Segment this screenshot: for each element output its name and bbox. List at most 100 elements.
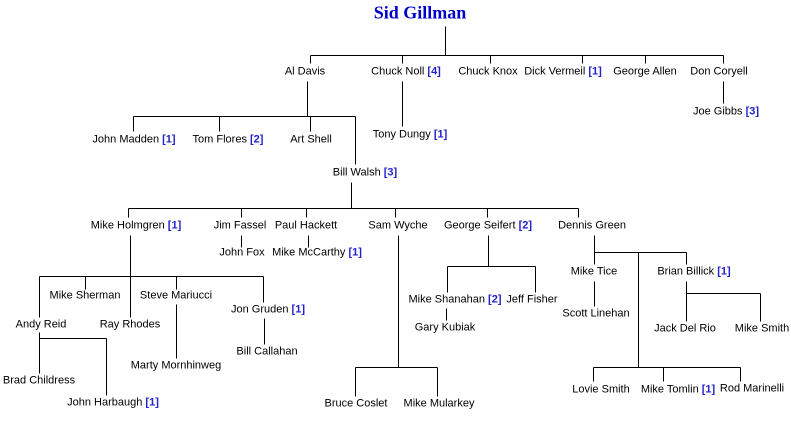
coach-name: Al Davis [284, 65, 326, 78]
coach-name: Dick Vermeil [524, 65, 586, 78]
tree-node-gary-kubiak: Gary Kubiak [415, 322, 476, 335]
championship-count-link[interactable]: [1] [159, 133, 176, 146]
tree-node-john-madden: John Madden [1] [92, 134, 175, 147]
coach-name: Jeff Fisher [506, 293, 558, 306]
tree-node-brad-childress: Brad Childress [3, 375, 75, 388]
tree-node-steve-mariucci: Steve Mariucci [140, 290, 212, 303]
coach-name: Steve Mariucci [139, 289, 213, 302]
championship-count-link[interactable]: [4] [424, 65, 441, 78]
championship-count-link[interactable]: [1] [345, 246, 362, 259]
tree-node-al-davis: Al Davis [285, 66, 325, 79]
coach-name: Art Shell [290, 133, 332, 146]
coach-name: Bruce Coslet [324, 397, 388, 410]
championship-count-link[interactable]: [1] [714, 265, 731, 278]
tree-node-don-coryell: Don Coryell [690, 66, 747, 79]
coach-name: Bill Walsh [332, 166, 381, 179]
tree-node-john-fox: John Fox [219, 247, 264, 260]
championship-count-link[interactable]: [2] [484, 293, 502, 306]
coach-name: Chuck Noll [371, 65, 425, 78]
championship-count-link[interactable]: [1] [288, 303, 305, 316]
coach-name: Joe Gibbs [692, 105, 743, 118]
coach-name: Mike Tomlin [640, 383, 699, 396]
tree-node-bill-walsh: Bill Walsh [3] [333, 167, 397, 180]
coach-name: Paul Hackett [274, 219, 338, 232]
coach-name: Tony Dungy [372, 128, 431, 141]
tree-node-john-harbaugh: John Harbaugh [1] [67, 397, 159, 410]
tree-node-george-allen: George Allen [613, 66, 677, 79]
coach-name: John Fox [219, 246, 265, 259]
tree-node-bill-callahan: Bill Callahan [236, 346, 297, 359]
coach-name: Lovie Smith [572, 383, 630, 396]
coach-name: Marty Mornhinweg [130, 359, 222, 372]
championship-count-link[interactable]: [1] [430, 128, 448, 141]
coach-name: George Seifert [443, 219, 516, 232]
coach-name: Mike Tice [570, 265, 618, 278]
tree-node-mike-shanahan: Mike Shanahan [2] [409, 294, 502, 307]
tree-node-tony-dungy: Tony Dungy [1] [373, 129, 448, 142]
tree-node-jack-del-rio: Jack Del Rio [654, 323, 716, 336]
tree-node-rod-marinelli: Rod Marinelli [720, 383, 784, 396]
tree-node-sam-wyche: Sam Wyche [368, 220, 427, 233]
tree-node-mike-mccarthy: Mike McCarthy [1] [272, 247, 362, 260]
tree-node-mike-tomlin: Mike Tomlin [1] [641, 384, 715, 397]
tree-node-art-shell: Art Shell [290, 134, 332, 147]
tree-node-jim-fassel: Jim Fassel [214, 220, 267, 233]
coach-name: Mike Shanahan [408, 293, 485, 306]
tree-node-mike-sherman: Mike Sherman [50, 290, 121, 303]
coach-name: John Madden [92, 133, 160, 146]
coach-name: Mike Sherman [49, 289, 121, 302]
tree-node-lovie-smith: Lovie Smith [572, 384, 629, 397]
coach-name: Mike Smith [734, 322, 790, 335]
coach-name: Tom Flores [192, 133, 247, 146]
coach-name: Brian Billick [657, 265, 715, 278]
coach-name: Mike Holmgren [90, 219, 165, 232]
tree-node-mike-holmgren: Mike Holmgren [1] [91, 220, 181, 233]
tree-node-joe-gibbs: Joe Gibbs [3] [693, 106, 759, 119]
tree-node-tom-flores: Tom Flores [2] [193, 134, 264, 147]
tree-node-mike-smith: Mike Smith [735, 323, 789, 336]
tree-node-george-seifert: George Seifert [2] [444, 220, 532, 233]
tree-node-ray-rhodes: Ray Rhodes [100, 319, 161, 332]
coach-name: Jim Fassel [213, 219, 267, 232]
coach-name: Gary Kubiak [414, 321, 476, 334]
coach-name: Ray Rhodes [99, 318, 161, 331]
tree-node-paul-hackett: Paul Hackett [275, 220, 337, 233]
tree-node-dick-vermeil: Dick Vermeil [1] [524, 66, 602, 79]
coach-name: Jack Del Rio [654, 322, 716, 335]
coach-name: Brad Childress [2, 374, 76, 387]
page-title[interactable]: Sid Gillman [373, 2, 467, 23]
tree-node-jon-gruden: Jon Gruden [1] [231, 304, 305, 317]
coach-name: George Allen [613, 65, 677, 78]
championship-count-link[interactable]: [3] [380, 166, 398, 179]
championship-count-link[interactable]: [3] [742, 105, 760, 118]
coach-name: Scott Linehan [562, 307, 630, 320]
coach-name: Sam Wyche [368, 219, 428, 232]
tree-node-dennis-green: Dennis Green [558, 220, 626, 233]
championship-count-link[interactable]: [1] [585, 65, 602, 78]
championship-count-link[interactable]: [1] [142, 396, 159, 409]
tree-node-chuck-noll: Chuck Noll [4] [371, 66, 441, 79]
coach-name: John Harbaugh [67, 396, 143, 409]
coach-name: Mike McCarthy [272, 246, 346, 259]
tree-node-marty-mornhinweg: Marty Mornhinweg [131, 360, 221, 373]
coach-name: Andy Reid [15, 318, 67, 331]
tree-node-jeff-fisher: Jeff Fisher [506, 294, 557, 307]
championship-count-link[interactable]: [1] [698, 383, 716, 396]
championship-count-link[interactable]: [2] [246, 133, 264, 146]
tree-node-brian-billick: Brian Billick [1] [657, 266, 730, 279]
tree-node-chuck-knox: Chuck Knox [458, 66, 517, 79]
tree-node-mike-mularkey: Mike Mularkey [404, 398, 475, 411]
coach-name: Mike Mularkey [403, 397, 475, 410]
tree-node-andy-reid: Andy Reid [16, 319, 67, 332]
tree-node-scott-linehan: Scott Linehan [562, 308, 629, 321]
coach-name: Rod Marinelli [719, 382, 785, 395]
coach-name: Dennis Green [558, 219, 626, 232]
championship-count-link[interactable]: [1] [164, 219, 182, 232]
coach-name: Don Coryell [690, 65, 748, 78]
coach-name: Chuck Knox [458, 65, 518, 78]
coach-name: Jon Gruden [231, 303, 289, 316]
tree-node-mike-tice: Mike Tice [571, 266, 617, 279]
championship-count-link[interactable]: [2] [515, 219, 533, 232]
